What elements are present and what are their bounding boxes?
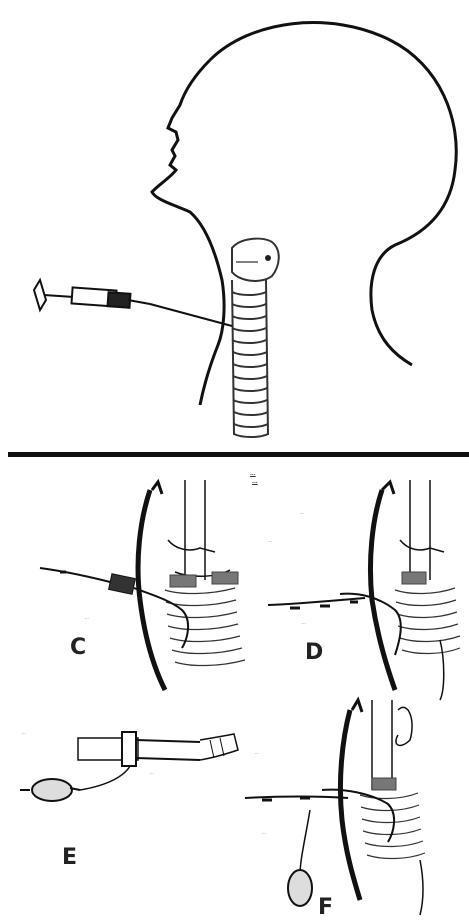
head-profile-drawing xyxy=(0,0,469,445)
step-f-label: F xyxy=(318,895,333,920)
step-d-note2: ... xyxy=(268,538,272,543)
step-d-title-line2: ... xyxy=(252,480,258,485)
face-profile xyxy=(152,60,224,405)
thyroid-cartilage xyxy=(232,239,279,281)
larynx-dot xyxy=(265,255,271,261)
step-d-label: D xyxy=(305,640,323,665)
syringe xyxy=(34,280,232,326)
step-d-title-line1: ... xyxy=(250,472,256,477)
trachea xyxy=(232,280,268,437)
step-e-label: E xyxy=(62,845,77,870)
step-d-note3: ... xyxy=(302,620,306,625)
step-f-note1: ... xyxy=(255,750,259,755)
panel-divider xyxy=(8,452,469,457)
head-profile-illustration xyxy=(0,0,469,445)
head-outline xyxy=(210,23,456,365)
step-d-anatomy xyxy=(268,480,460,700)
step-f-note2: ... xyxy=(262,830,266,835)
step-c-label: C xyxy=(70,635,86,660)
step-e-note1: ... xyxy=(22,730,26,735)
step-f-anatomy xyxy=(245,700,425,915)
procedure-steps-illustration: C D E F ... ... ... ... ... ... ... ... … xyxy=(0,460,469,922)
step-c-note: ... xyxy=(85,615,89,620)
step-d-note1: ... xyxy=(300,510,304,515)
step-e-tube xyxy=(20,732,238,801)
step-e-note2: ... xyxy=(150,770,154,775)
